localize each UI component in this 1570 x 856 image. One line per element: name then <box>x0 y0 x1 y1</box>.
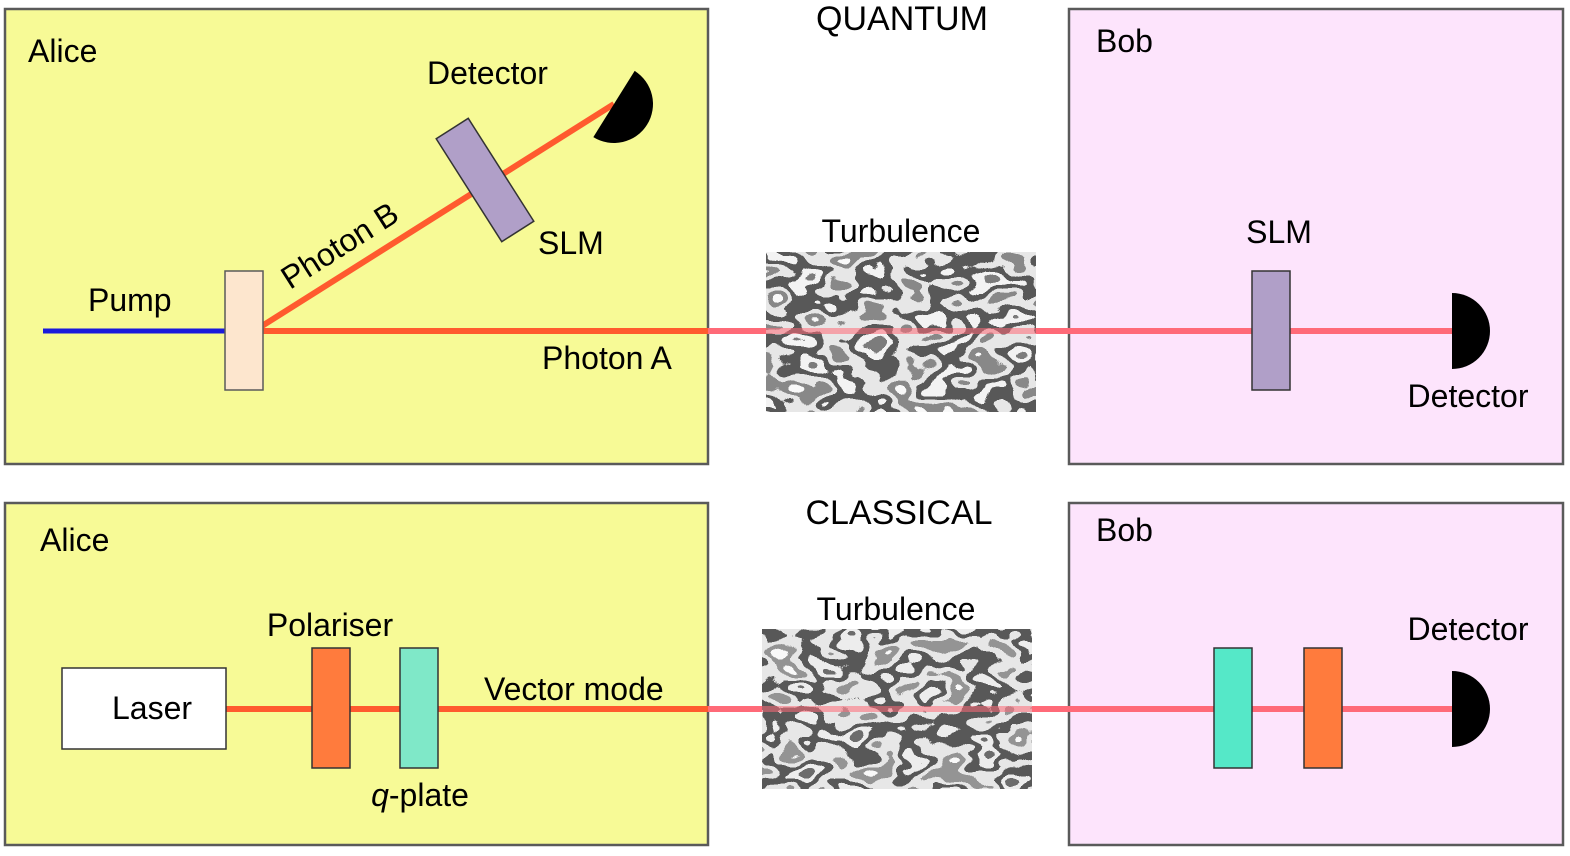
qplate-label-rest: -plate <box>389 777 469 813</box>
classical-bob-detector-label: Detector <box>1408 611 1529 647</box>
qplate-label: q-plate <box>371 777 469 813</box>
classical-turbulence-label: Turbulence <box>817 591 976 627</box>
laser-box <box>61 667 227 750</box>
quantum-alice-slm-label: SLM <box>538 225 604 261</box>
quantum-alice-slm <box>435 117 535 243</box>
polariser-label: Polariser <box>267 607 394 643</box>
qplate-label-q: q <box>371 777 389 813</box>
quantum-bob-panel <box>1067 7 1565 466</box>
classical-alice-qplate <box>399 647 439 769</box>
quantum-bob-detector <box>1452 293 1490 369</box>
classical-section-label: CLASSICAL <box>805 494 992 532</box>
quantum-alice-label: Alice <box>28 33 97 69</box>
pump-label: Pump <box>88 282 172 318</box>
classical-bob-polariser <box>1303 647 1343 769</box>
quantum-alice-panel <box>3 7 710 466</box>
photon-a-label: Photon A <box>542 340 673 376</box>
classical-bob-qplate <box>1213 647 1253 769</box>
quantum-alice-detector <box>593 70 653 143</box>
quantum-section-label: QUANTUM <box>816 0 988 38</box>
photon-b-beam <box>260 101 616 329</box>
laser-label: Laser <box>112 690 192 726</box>
classical-bob-label: Bob <box>1096 512 1153 548</box>
classical-bob-detector <box>1452 671 1490 747</box>
quantum-bob-slm-label: SLM <box>1246 214 1312 250</box>
quantum-alice-detector-label: Detector <box>427 55 548 91</box>
nonlinear-crystal <box>224 270 264 391</box>
quantum-bob-slm <box>1251 270 1291 391</box>
classical-alice-label: Alice <box>40 522 109 558</box>
vector-mode-label: Vector mode <box>484 671 664 707</box>
classical-alice-polariser <box>311 647 351 769</box>
quantum-bob-label: Bob <box>1096 23 1153 59</box>
quantum-turbulence-label: Turbulence <box>822 213 981 249</box>
quantum-bob-detector-label: Detector <box>1408 378 1529 414</box>
